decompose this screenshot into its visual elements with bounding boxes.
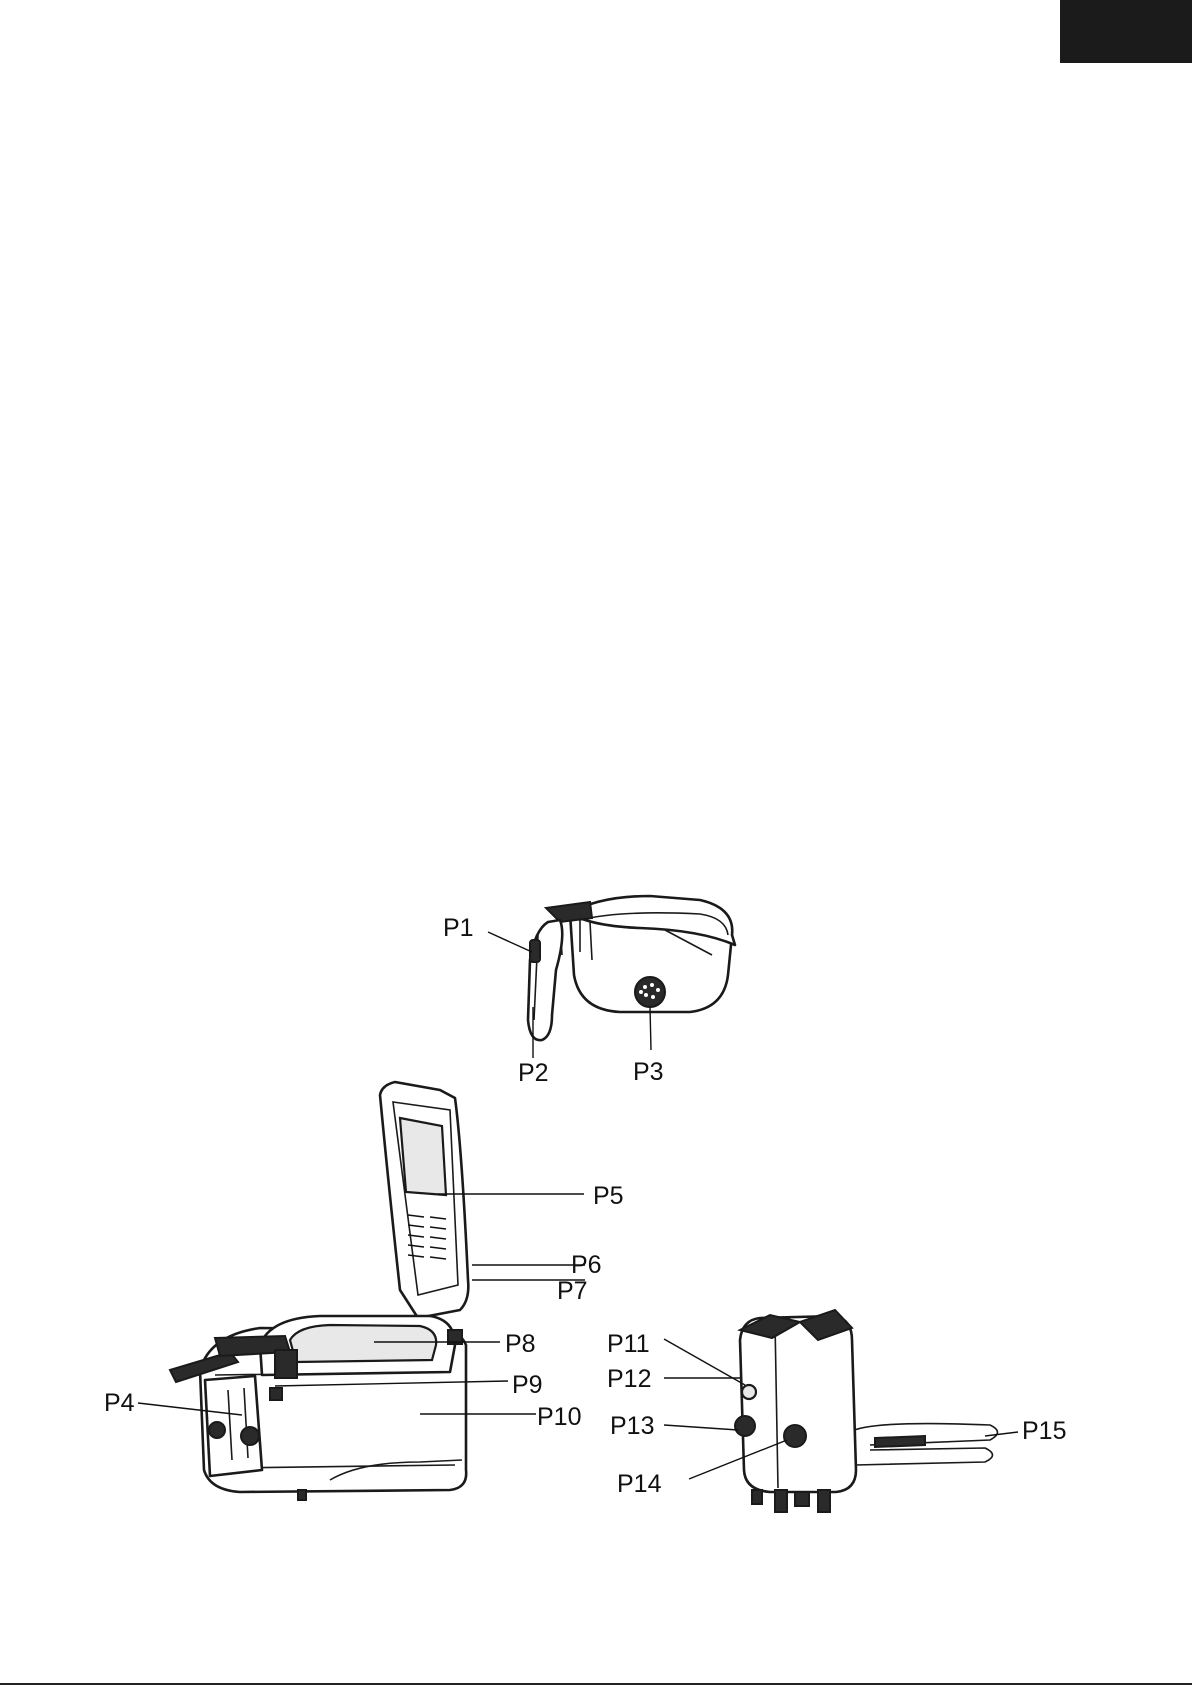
callout-label-p8: P8 [505, 1330, 536, 1358]
callout-label-p2: P2 [518, 1059, 549, 1087]
callout-label-p14: P14 [617, 1470, 662, 1498]
frying-basket [528, 896, 735, 1040]
callout-label-p13: P13 [610, 1412, 654, 1440]
callout-label-p15: P15 [1022, 1417, 1066, 1445]
callout-label-p12: P12 [607, 1365, 651, 1393]
callout-label-p3: P3 [633, 1058, 664, 1086]
callout-label-p5: P5 [593, 1182, 624, 1210]
deep-fryer-main-unit [170, 1082, 468, 1500]
callout-label-p1: P1 [443, 914, 474, 942]
basket-mesh-icon [635, 977, 665, 1007]
callout-label-p4: P4 [104, 1389, 135, 1417]
callout-label-p7: P7 [557, 1277, 588, 1305]
callout-label-p10: P10 [537, 1403, 581, 1431]
callout-label-p9: P9 [512, 1371, 543, 1399]
callout-label-p6: P6 [571, 1251, 602, 1279]
callout-label-p11: P11 [607, 1330, 650, 1358]
heating-element-control-unit [735, 1310, 998, 1512]
